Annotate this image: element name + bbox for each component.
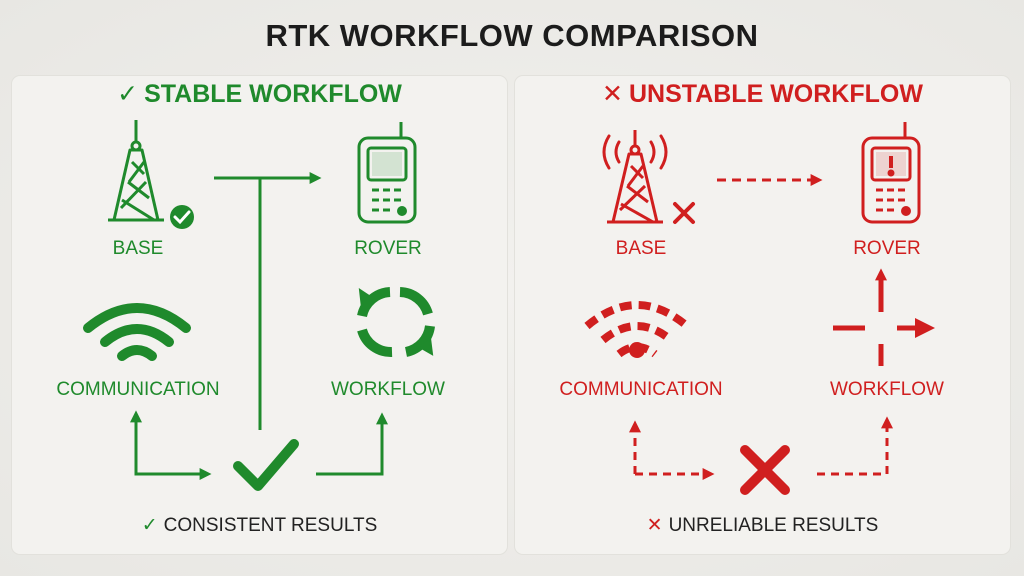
base-label: BASE [112,238,164,259]
unstable-result-text: UNRELIABLE RESULTS [668,515,879,536]
wifi-icon [83,303,191,361]
stable-link-arrow [214,172,322,430]
unstable-heading-text: UNSTABLE WORKFLOW [629,80,923,108]
check-icon: ✓ [117,80,139,108]
tower-icon [108,120,164,222]
unstable-panel: ✕UNSTABLE WORKFLOW [515,76,1010,554]
workflow-label: WORKFLOW [830,379,944,400]
broadcast-waves-icon [602,134,668,170]
stable-heading-text: STABLE WORKFLOW [144,80,402,108]
stable-diagram [83,120,435,491]
workflow-label: WORKFLOW [331,379,445,400]
rover-label: ROVER [853,238,921,259]
stable-result: ✓CONSISTENT RESULTS [12,514,507,537]
page-title: RTK WORKFLOW COMPARISON [265,18,759,53]
wifi-dot [629,342,645,358]
unstable-diagram [584,122,935,495]
x-mark-icon [740,445,790,495]
stable-panel: ✓STABLE WORKFLOW [12,76,507,554]
communication-label: COMMUNICATION [56,379,220,400]
x-icon: ✕ [602,80,623,108]
cycle-icon [357,287,435,357]
check-badge-icon [170,205,194,229]
stable-flow-arrows [130,410,388,480]
x-icon [673,202,695,224]
rover-label: ROVER [354,238,422,259]
big-check-icon [233,439,299,491]
tower-icon [607,130,663,224]
unstable-flow-arrows [629,416,893,480]
rover-alert-icon [861,122,921,224]
x-icon: ✕ [646,515,663,536]
check-badge-icon: ✓ [141,515,158,536]
unstable-result: ✕UNRELIABLE RESULTS [515,514,1010,537]
stable-heading: ✓STABLE WORKFLOW [12,79,507,109]
base-label: BASE [615,238,667,259]
stable-result-text: CONSISTENT RESULTS [163,515,378,536]
communication-label: COMMUNICATION [559,379,723,400]
rover-icon [357,122,417,224]
unstable-heading: ✕UNSTABLE WORKFLOW [515,79,1010,109]
